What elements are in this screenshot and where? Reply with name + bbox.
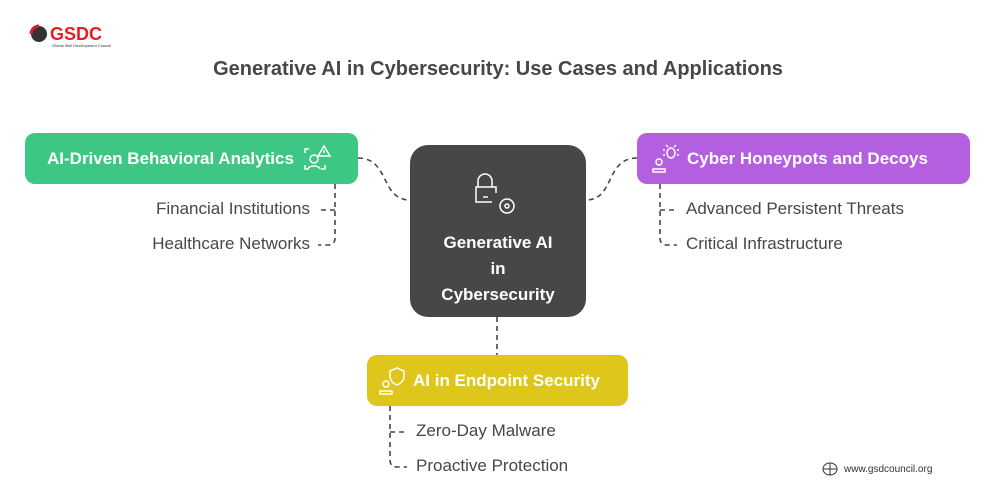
branch-label: AI-Driven Behavioral Analytics	[47, 148, 294, 168]
list-item: Zero-Day Malware	[416, 421, 556, 440]
branch-label: Cyber Honeypots and Decoys	[687, 148, 928, 168]
lock-gear-icon	[475, 173, 515, 214]
connector-left	[357, 157, 411, 201]
gsdc-logo: GSDC Global Skill Development Council	[28, 20, 138, 55]
svg-text:Global Skill Development Counc: Global Skill Development Council	[52, 43, 111, 48]
user-bug-icon	[652, 143, 679, 173]
list-item: Critical Infrastructure	[686, 234, 843, 253]
list-item: Healthcare Networks	[152, 234, 310, 253]
list-item: Advanced Persistent Threats	[686, 199, 904, 218]
connector-right	[585, 157, 638, 201]
center-title-line: Generative AI	[443, 233, 553, 252]
list-item: Proactive Protection	[416, 456, 569, 475]
footer: www.gsdcouncil.org	[822, 462, 932, 476]
center-title-line: in	[490, 259, 506, 278]
svg-text:GSDC: GSDC	[50, 24, 102, 44]
user-shield-icon	[379, 366, 405, 395]
list-item: Financial Institutions	[155, 199, 310, 218]
center-title-line: Cybersecurity	[441, 285, 555, 304]
branch-label: AI in Endpoint Security	[413, 370, 601, 390]
branch-endpoint-security: AI in Endpoint Security	[367, 355, 628, 406]
center-node: Generative AI in Cybersecurity	[410, 145, 586, 317]
branch-honeypots: Cyber Honeypots and Decoys	[637, 133, 970, 184]
globe-icon	[822, 462, 838, 476]
face-scan-alert-icon	[304, 144, 332, 170]
website-link[interactable]: www.gsdcouncil.org	[844, 463, 933, 475]
branch-behavioral-analytics: AI-Driven Behavioral Analytics	[25, 133, 358, 184]
page-title: Generative AI in Cybersecurity: Use Case…	[213, 58, 783, 80]
